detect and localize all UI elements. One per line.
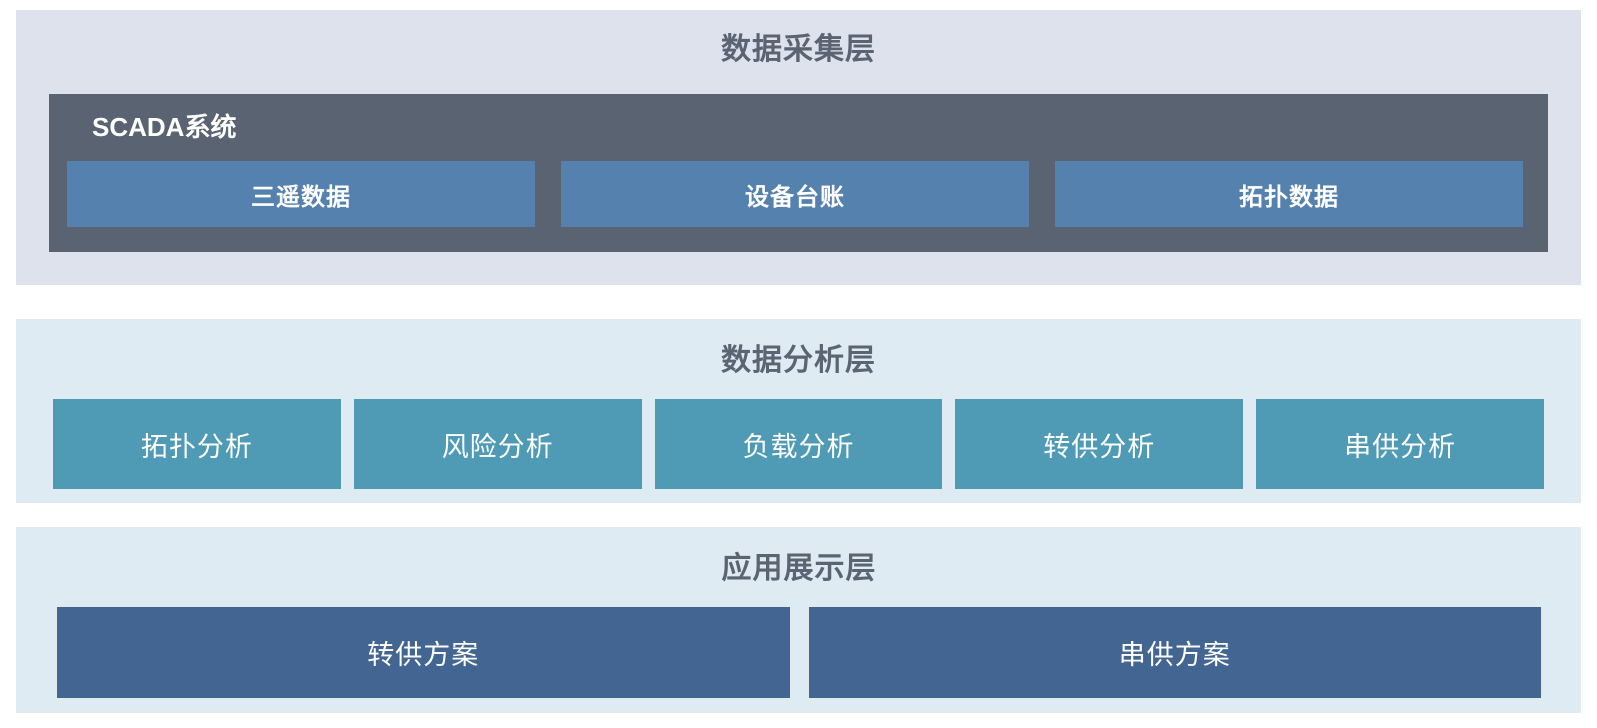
scada-label: SCADA系统 <box>92 112 237 142</box>
box-load-analysis: 负载分析 <box>654 399 943 489</box>
box-series-supply-plan: 串供方案 <box>808 607 1541 698</box>
layer-application-display-title: 应用展示层 <box>721 552 877 585</box>
box-transfer-supply-analysis: 转供分析 <box>955 399 1244 489</box>
box-equipment-ledger: 设备台账 <box>561 161 1029 227</box>
layer-data-analysis-title: 数据分析层 <box>721 344 876 377</box>
scada-container: SCADA系统 三遥数据 设备台账 拓扑数据 <box>49 94 1548 252</box>
box-series-supply-analysis: 串供分析 <box>1256 399 1544 489</box>
scada-box-row: 三遥数据 设备台账 拓扑数据 <box>67 161 1523 227</box>
layer-data-collection: 数据采集层 SCADA系统 三遥数据 设备台账 拓扑数据 <box>16 10 1581 285</box>
box-risk-analysis: 风险分析 <box>353 399 642 489</box>
layer-data-analysis: 数据分析层 拓扑分析 风险分析 负载分析 转供分析 串供分析 <box>16 319 1581 503</box>
box-topology-analysis: 拓扑分析 <box>53 399 341 489</box>
box-topology-data: 拓扑数据 <box>1055 161 1523 227</box>
plan-box-row: 转供方案 串供方案 <box>57 607 1541 698</box>
layer-application-display: 应用展示层 转供方案 串供方案 <box>16 527 1581 713</box>
box-remote-telemetry-data: 三遥数据 <box>67 161 535 227</box>
layer-data-collection-title: 数据采集层 <box>721 33 876 66</box>
analysis-box-row: 拓扑分析 风险分析 负载分析 转供分析 串供分析 <box>53 399 1544 489</box>
box-transfer-supply-plan: 转供方案 <box>57 607 790 698</box>
